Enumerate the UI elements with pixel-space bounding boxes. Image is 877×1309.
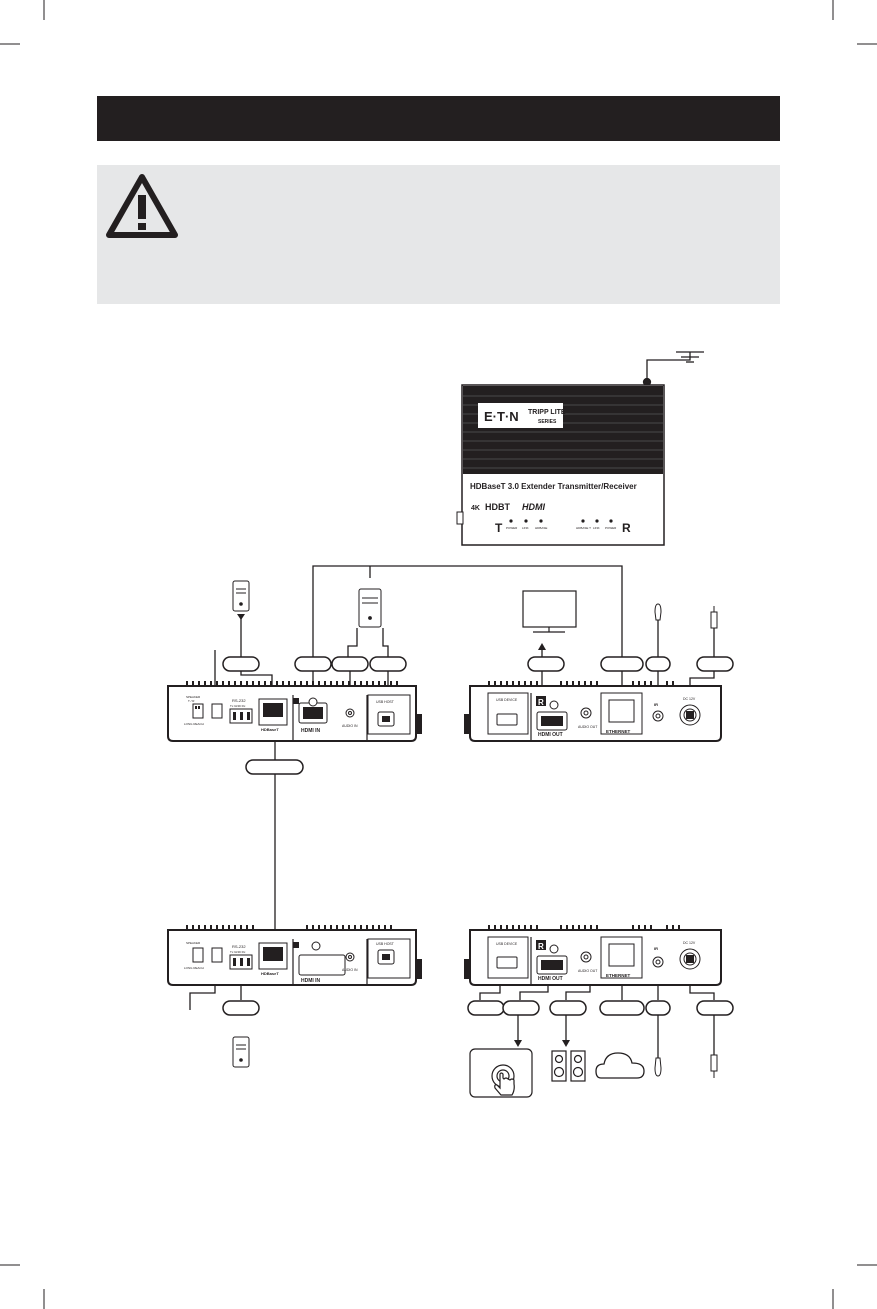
- receiver-top-unit: R USB DEVICE HDMI OUT AUDIO OUT ETHERNET…: [464, 681, 722, 742]
- rx2-audio-out-label: AUDIO OUT: [578, 969, 598, 973]
- rx-audio-out-label: AUDIO OUT: [578, 725, 598, 729]
- warning-triangle-icon: [106, 174, 178, 238]
- rx-led-3: POWER: [605, 526, 617, 530]
- series-line1: TRIPP LITE: [528, 409, 566, 416]
- transmitter-top-unit: T / R SPEAKER LONG REACH RS-232 Tx GND R…: [167, 681, 422, 742]
- tx-hdbaset-label: HDBaseT: [261, 727, 279, 732]
- rx-led-1: HDBASE T: [576, 526, 591, 530]
- brand-logo: E·T·N: [484, 409, 519, 424]
- section-header-bar: [97, 96, 780, 141]
- rx2-hdmi-out-label: HDMI OUT: [538, 976, 563, 982]
- tx2-long-reach-label: LONG REACH: [184, 966, 204, 970]
- rx-letter: R: [622, 521, 631, 535]
- rx-usb-device-label: USB DEVICE: [496, 698, 518, 702]
- logo-hdmi: HDMI: [522, 502, 545, 512]
- rx2-ethernet-label: ETHERNET: [606, 973, 631, 978]
- network-cloud-icon: [595, 1052, 645, 1079]
- tv-display-icon: [522, 590, 577, 633]
- tx-usb-host-label: USB HOST: [376, 700, 395, 704]
- power-plug-icon: [710, 606, 718, 629]
- product-title: HDBaseT 3.0 Extender Transmitter/Receive…: [470, 482, 637, 491]
- computer-source-icon: [358, 588, 382, 628]
- rx-led-2: LINK: [593, 526, 600, 530]
- tx-hdmi-in-label: HDMI IN: [301, 728, 321, 734]
- dc-power-plug-icon: [710, 1054, 718, 1078]
- product-illustration: E·T·N TRIPP LITE SERIES HDBaseT 3.0 Exte…: [456, 351, 704, 546]
- tx2-usb-host-label: USB HOST: [376, 942, 395, 946]
- rx-hdmi-out-label: HDMI OUT: [538, 732, 563, 738]
- rx-r-badge: R: [538, 698, 544, 707]
- touch-screen-icon: [469, 1048, 533, 1098]
- tx-audio-in-label: AUDIO IN: [342, 724, 358, 728]
- serial-device-icon: [232, 1036, 250, 1068]
- tx-rs232-pins-label: Tx GND Rx: [230, 704, 246, 708]
- receiver-bottom-unit: R USB DEVICE HDMI OUT AUDIO OUT ETHERNET…: [464, 925, 722, 986]
- pc-tower-icon: [232, 580, 250, 612]
- rx-ethernet-label: ETHERNET: [606, 729, 631, 734]
- rx-dc-label: DC 12V: [683, 697, 696, 701]
- transmitter-bottom-unit: SPEAKER LONG REACH RS-232 Tx GND Rx HDBa…: [167, 925, 422, 986]
- rx2-dc-label: DC 12V: [683, 941, 696, 945]
- tx-led-2: LINK: [522, 526, 529, 530]
- tx-speaker-label: SPEAKER: [186, 695, 201, 699]
- tx-led-1: POWER: [506, 526, 518, 530]
- logo-hdbt: HDBT: [485, 502, 510, 512]
- tx-led-3: HDBASE: [535, 526, 547, 530]
- rx2-r-badge: R: [538, 942, 544, 951]
- tx2-audio-in-label: AUDIO IN: [342, 968, 358, 972]
- tx2-hdbaset-label: HDBaseT: [261, 971, 279, 976]
- ir-receiver-icon: [654, 603, 662, 621]
- ground-symbol-icon: [642, 351, 704, 387]
- callout-pills: [222, 656, 734, 1016]
- speakers-icon: [551, 1050, 586, 1082]
- logo-4k: 4K: [471, 505, 480, 512]
- tx-long-reach-label: LONG REACH: [184, 722, 204, 726]
- rx-ir-label: IR: [654, 702, 658, 707]
- ir-emitter-icon: [654, 1057, 662, 1077]
- tx2-rs232-pins-label: Tx GND Rx: [230, 950, 246, 954]
- warning-box: [97, 165, 780, 304]
- rx2-ir-label: IR: [654, 946, 658, 951]
- rx2-usb-device-label: USB DEVICE: [496, 942, 518, 946]
- series-line2: SERIES: [538, 419, 557, 425]
- tx-rs232-label: RS-232: [232, 698, 246, 703]
- tx2-hdmi-in-label: HDMI IN: [301, 978, 321, 984]
- tx2-rs232-label: RS-232: [232, 944, 246, 949]
- tx-letter: T: [495, 521, 503, 535]
- tx2-speaker-label: SPEAKER: [186, 941, 201, 945]
- tx-dip-label: T / R: [188, 699, 195, 703]
